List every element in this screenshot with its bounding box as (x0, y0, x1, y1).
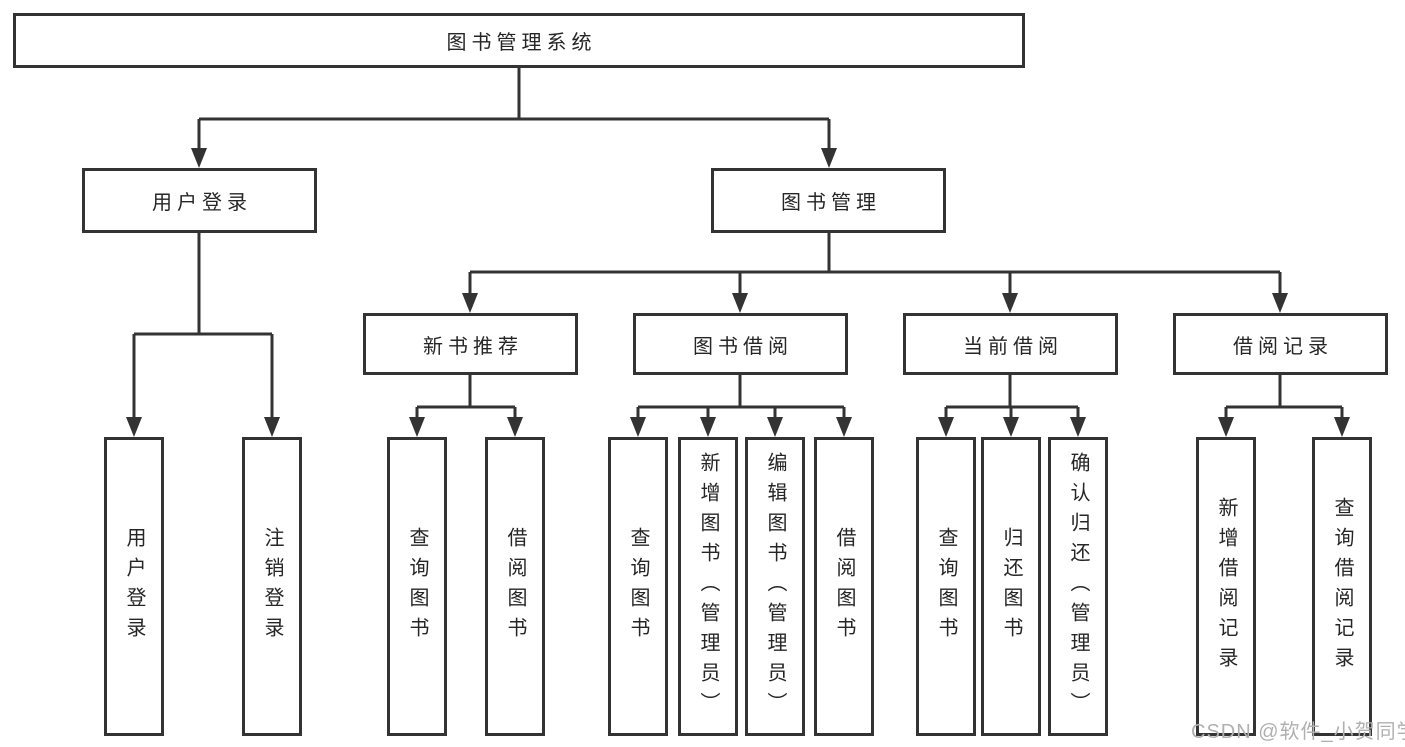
node-label: 借阅记录 (1233, 335, 1333, 358)
node-current-borrowing: 当前借阅 (903, 313, 1118, 375)
leaf-record-query-borrow-record: 查询借阅记录 (1312, 437, 1372, 736)
leaf-borrow-query-books: 查询图书 (608, 437, 668, 736)
leaf-user-login: 用户登录 (104, 437, 164, 736)
leaf-current-confirm-return-admin: 确认归还（管理员） (1048, 437, 1108, 736)
node-user-login: 用户登录 (82, 168, 317, 233)
leaf-logout-login: 注销登录 (242, 437, 302, 736)
leaf-recommend-query-books: 查询图书 (387, 437, 447, 736)
leaf-recommend-borrow-books: 借阅图书 (485, 437, 545, 736)
node-label: 查询图书 (406, 526, 428, 647)
node-label: 当前借阅 (963, 335, 1063, 358)
connector-stems (132, 68, 1344, 420)
node-label: 归还图书 (1000, 526, 1022, 647)
leaf-borrow-edit-books-admin: 编辑图书（管理员） (745, 437, 805, 736)
node-label: 新书推荐 (423, 335, 523, 358)
node-label: 用户登录 (152, 192, 252, 214)
node-book-borrowing: 图书借阅 (633, 313, 848, 375)
node-label: 借阅图书 (833, 526, 855, 647)
leaf-borrow-add-books-admin: 新增图书（管理员） (678, 437, 738, 736)
node-new-book-recommendation: 新书推荐 (363, 313, 578, 375)
node-label: 新增借阅记录 (1215, 496, 1237, 677)
node-label: 注销登录 (261, 526, 283, 647)
node-label: 查询图书 (935, 526, 957, 647)
node-label: 编辑图书（管理员） (764, 451, 786, 722)
node-label: 图书管理 (781, 192, 881, 214)
node-label: 图书借阅 (693, 335, 793, 358)
connector-arrowheads (126, 148, 1350, 437)
node-label: 图书管理系统 (446, 32, 597, 54)
watermark: CSDN @软件_小贺同学 (1191, 721, 1405, 743)
node-label: 确认归还（管理员） (1067, 451, 1089, 722)
node-label: 借阅图书 (504, 526, 526, 647)
node-label: 用户登录 (123, 526, 145, 647)
node-library-management-system: 图书管理系统 (13, 13, 1025, 68)
node-label: 查询图书 (627, 526, 649, 647)
leaf-current-return-books: 归还图书 (981, 437, 1041, 736)
leaf-record-add-borrow-record: 新增借阅记录 (1196, 437, 1256, 736)
node-borrowing-records: 借阅记录 (1173, 313, 1388, 375)
node-label: 查询借阅记录 (1331, 496, 1353, 677)
leaf-current-query-books: 查询图书 (916, 437, 976, 736)
node-label: 新增图书（管理员） (697, 451, 719, 722)
leaf-borrow-borrow-books: 借阅图书 (814, 437, 874, 736)
node-book-management: 图书管理 (711, 168, 946, 233)
